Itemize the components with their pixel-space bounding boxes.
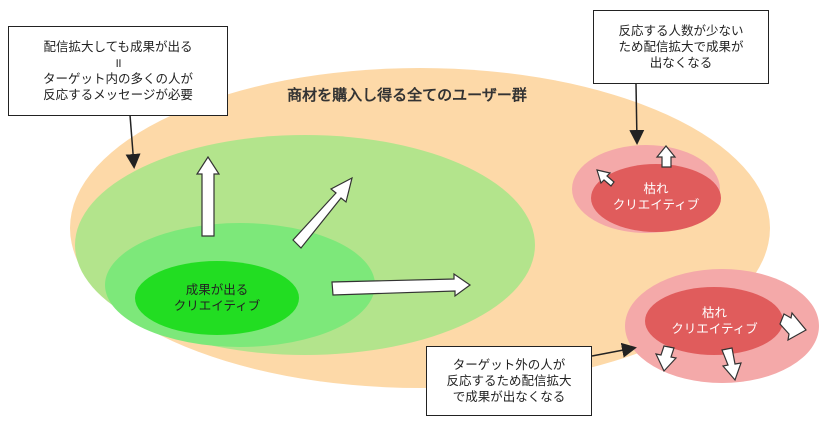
note-top-left-line-4: 反応するメッセージが必要 <box>43 87 193 102</box>
note-bottom-line-1: ターゲット外の人が <box>452 357 566 372</box>
withered-bottom-arrow-right <box>779 311 807 342</box>
note-top-right-line-1: 反応する人数が少ない <box>618 23 744 38</box>
note-top-left-line-1: 配信拡大しても成果が出る <box>43 39 193 54</box>
note-top-right-line-3: 出なくなる <box>649 55 713 70</box>
note-top-left-line-3: ターゲット内の多くの人が <box>42 71 193 86</box>
note-bottom: ターゲット外の人が 反応するため配信拡大 で成果が出なくなる <box>426 346 592 416</box>
withered-top-arrow-left <box>596 169 615 187</box>
note-bottom-line-2: 反応するため配信拡大 <box>446 373 572 388</box>
growth-arrow-right <box>331 272 472 298</box>
note-top-right-line-2: ため配信拡大で成果が <box>618 39 744 54</box>
callout-arrow-top-right <box>629 83 645 145</box>
withered-bottom-arrow-down <box>721 347 742 382</box>
callout-arrow-top-left <box>125 114 141 169</box>
withered-top-arrow-up <box>655 145 677 168</box>
note-top-right: 反応する人数が少ない ため配信拡大で成果が 出なくなる <box>593 10 769 84</box>
note-top-left-line-2: ॥ <box>114 55 122 70</box>
growth-arrow-diagonal <box>292 176 353 249</box>
note-top-left: 配信拡大しても成果が出る ॥ ターゲット内の多くの人が 反応するメッセージが必要 <box>8 26 228 116</box>
withered-bottom-core-ellipse <box>645 287 783 355</box>
note-bottom-line-3: で成果が出なくなる <box>452 389 566 404</box>
effective-creative-ellipse <box>135 261 299 335</box>
withered-bottom-arrow-downleft <box>654 345 678 373</box>
withered-top-core-ellipse <box>591 164 721 232</box>
callout-arrow-bottom <box>591 342 637 358</box>
growth-arrow-up <box>195 155 221 237</box>
